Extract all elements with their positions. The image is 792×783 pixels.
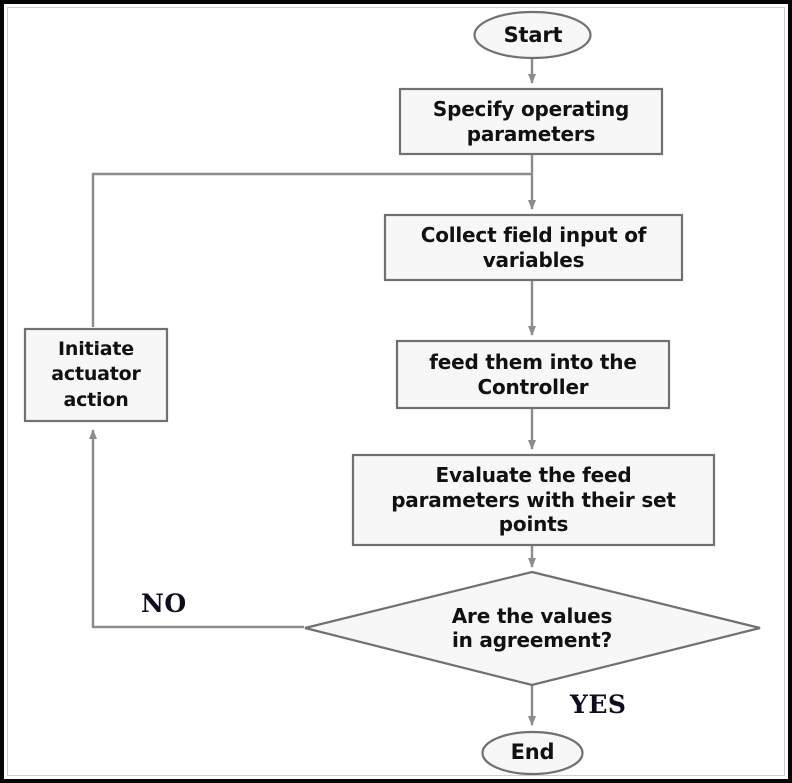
connector-actuator-to-collect bbox=[91, 172, 532, 327]
node-shape-end bbox=[481, 730, 584, 776]
node-shape-feed bbox=[395, 339, 671, 410]
node-shape-evaluate bbox=[351, 453, 716, 547]
connector-decision-no-to-actuator bbox=[89, 429, 304, 629]
edge-label-no: NO bbox=[141, 589, 187, 618]
node-shape-specify bbox=[398, 87, 664, 156]
node-shape-actuator bbox=[23, 327, 169, 423]
node-shape-start bbox=[473, 10, 592, 60]
node-shape-collect bbox=[383, 213, 684, 282]
node-shape-decision bbox=[304, 570, 761, 687]
flowchart-graphics bbox=[23, 10, 761, 776]
edge-label-yes: YES bbox=[570, 690, 627, 719]
